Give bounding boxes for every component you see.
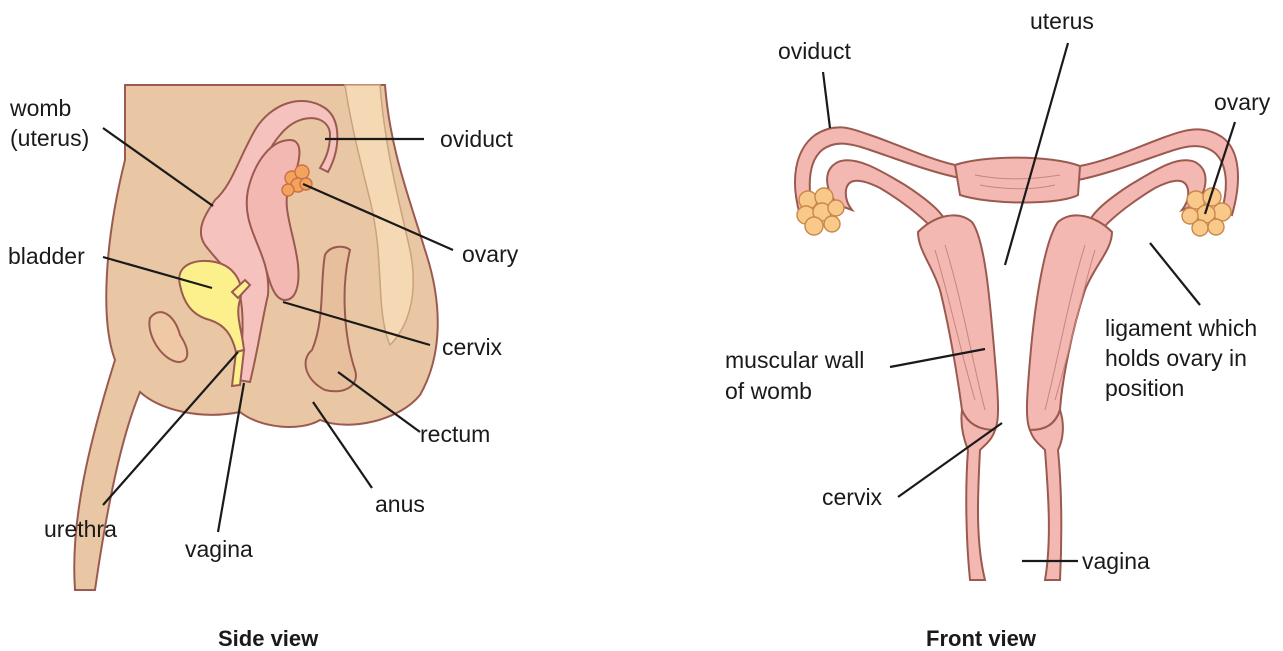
oviduct-left-inner bbox=[827, 160, 945, 228]
leader-ligament bbox=[1150, 243, 1200, 305]
label-ligament-1: ligament which bbox=[1105, 315, 1257, 341]
label-ovary-side: ovary bbox=[462, 241, 519, 267]
uterus-wall-left bbox=[918, 215, 998, 430]
label-muscular-1: muscular wall bbox=[725, 347, 864, 373]
label-womb: womb bbox=[9, 95, 71, 121]
label-ligament-2: holds ovary in bbox=[1105, 345, 1247, 371]
label-anus: anus bbox=[375, 491, 425, 517]
leader-oviduct-front bbox=[823, 72, 830, 128]
label-bladder: bladder bbox=[8, 243, 85, 269]
label-oviduct-side: oviduct bbox=[440, 126, 513, 152]
label-cervix-front: cervix bbox=[822, 484, 883, 510]
caption-side-view: Side view bbox=[218, 626, 319, 651]
label-rectum: rectum bbox=[420, 421, 490, 447]
label-oviduct-front: oviduct bbox=[778, 38, 851, 64]
label-ligament-3: position bbox=[1105, 375, 1184, 401]
label-ovary-front: ovary bbox=[1214, 89, 1271, 115]
uterus-wall-right bbox=[1027, 215, 1112, 430]
vagina-wall-left bbox=[961, 410, 995, 580]
front-view-labels: uterus oviduct ovary ligament which hold… bbox=[725, 8, 1271, 651]
vagina-wall-right bbox=[1030, 410, 1063, 580]
label-vagina-side: vagina bbox=[185, 536, 253, 562]
label-uterus-paren: (uterus) bbox=[10, 125, 89, 151]
front-view-leaders bbox=[823, 43, 1235, 561]
label-urethra: urethra bbox=[44, 516, 117, 542]
label-muscular-2: of womb bbox=[725, 378, 812, 404]
leader-cervix-front bbox=[898, 423, 1002, 497]
label-uterus-front: uterus bbox=[1030, 8, 1094, 34]
uterus-fundus bbox=[955, 158, 1080, 203]
caption-front-view: Front view bbox=[926, 626, 1037, 651]
label-cervix-side: cervix bbox=[442, 334, 503, 360]
label-vagina-front: vagina bbox=[1082, 548, 1150, 574]
